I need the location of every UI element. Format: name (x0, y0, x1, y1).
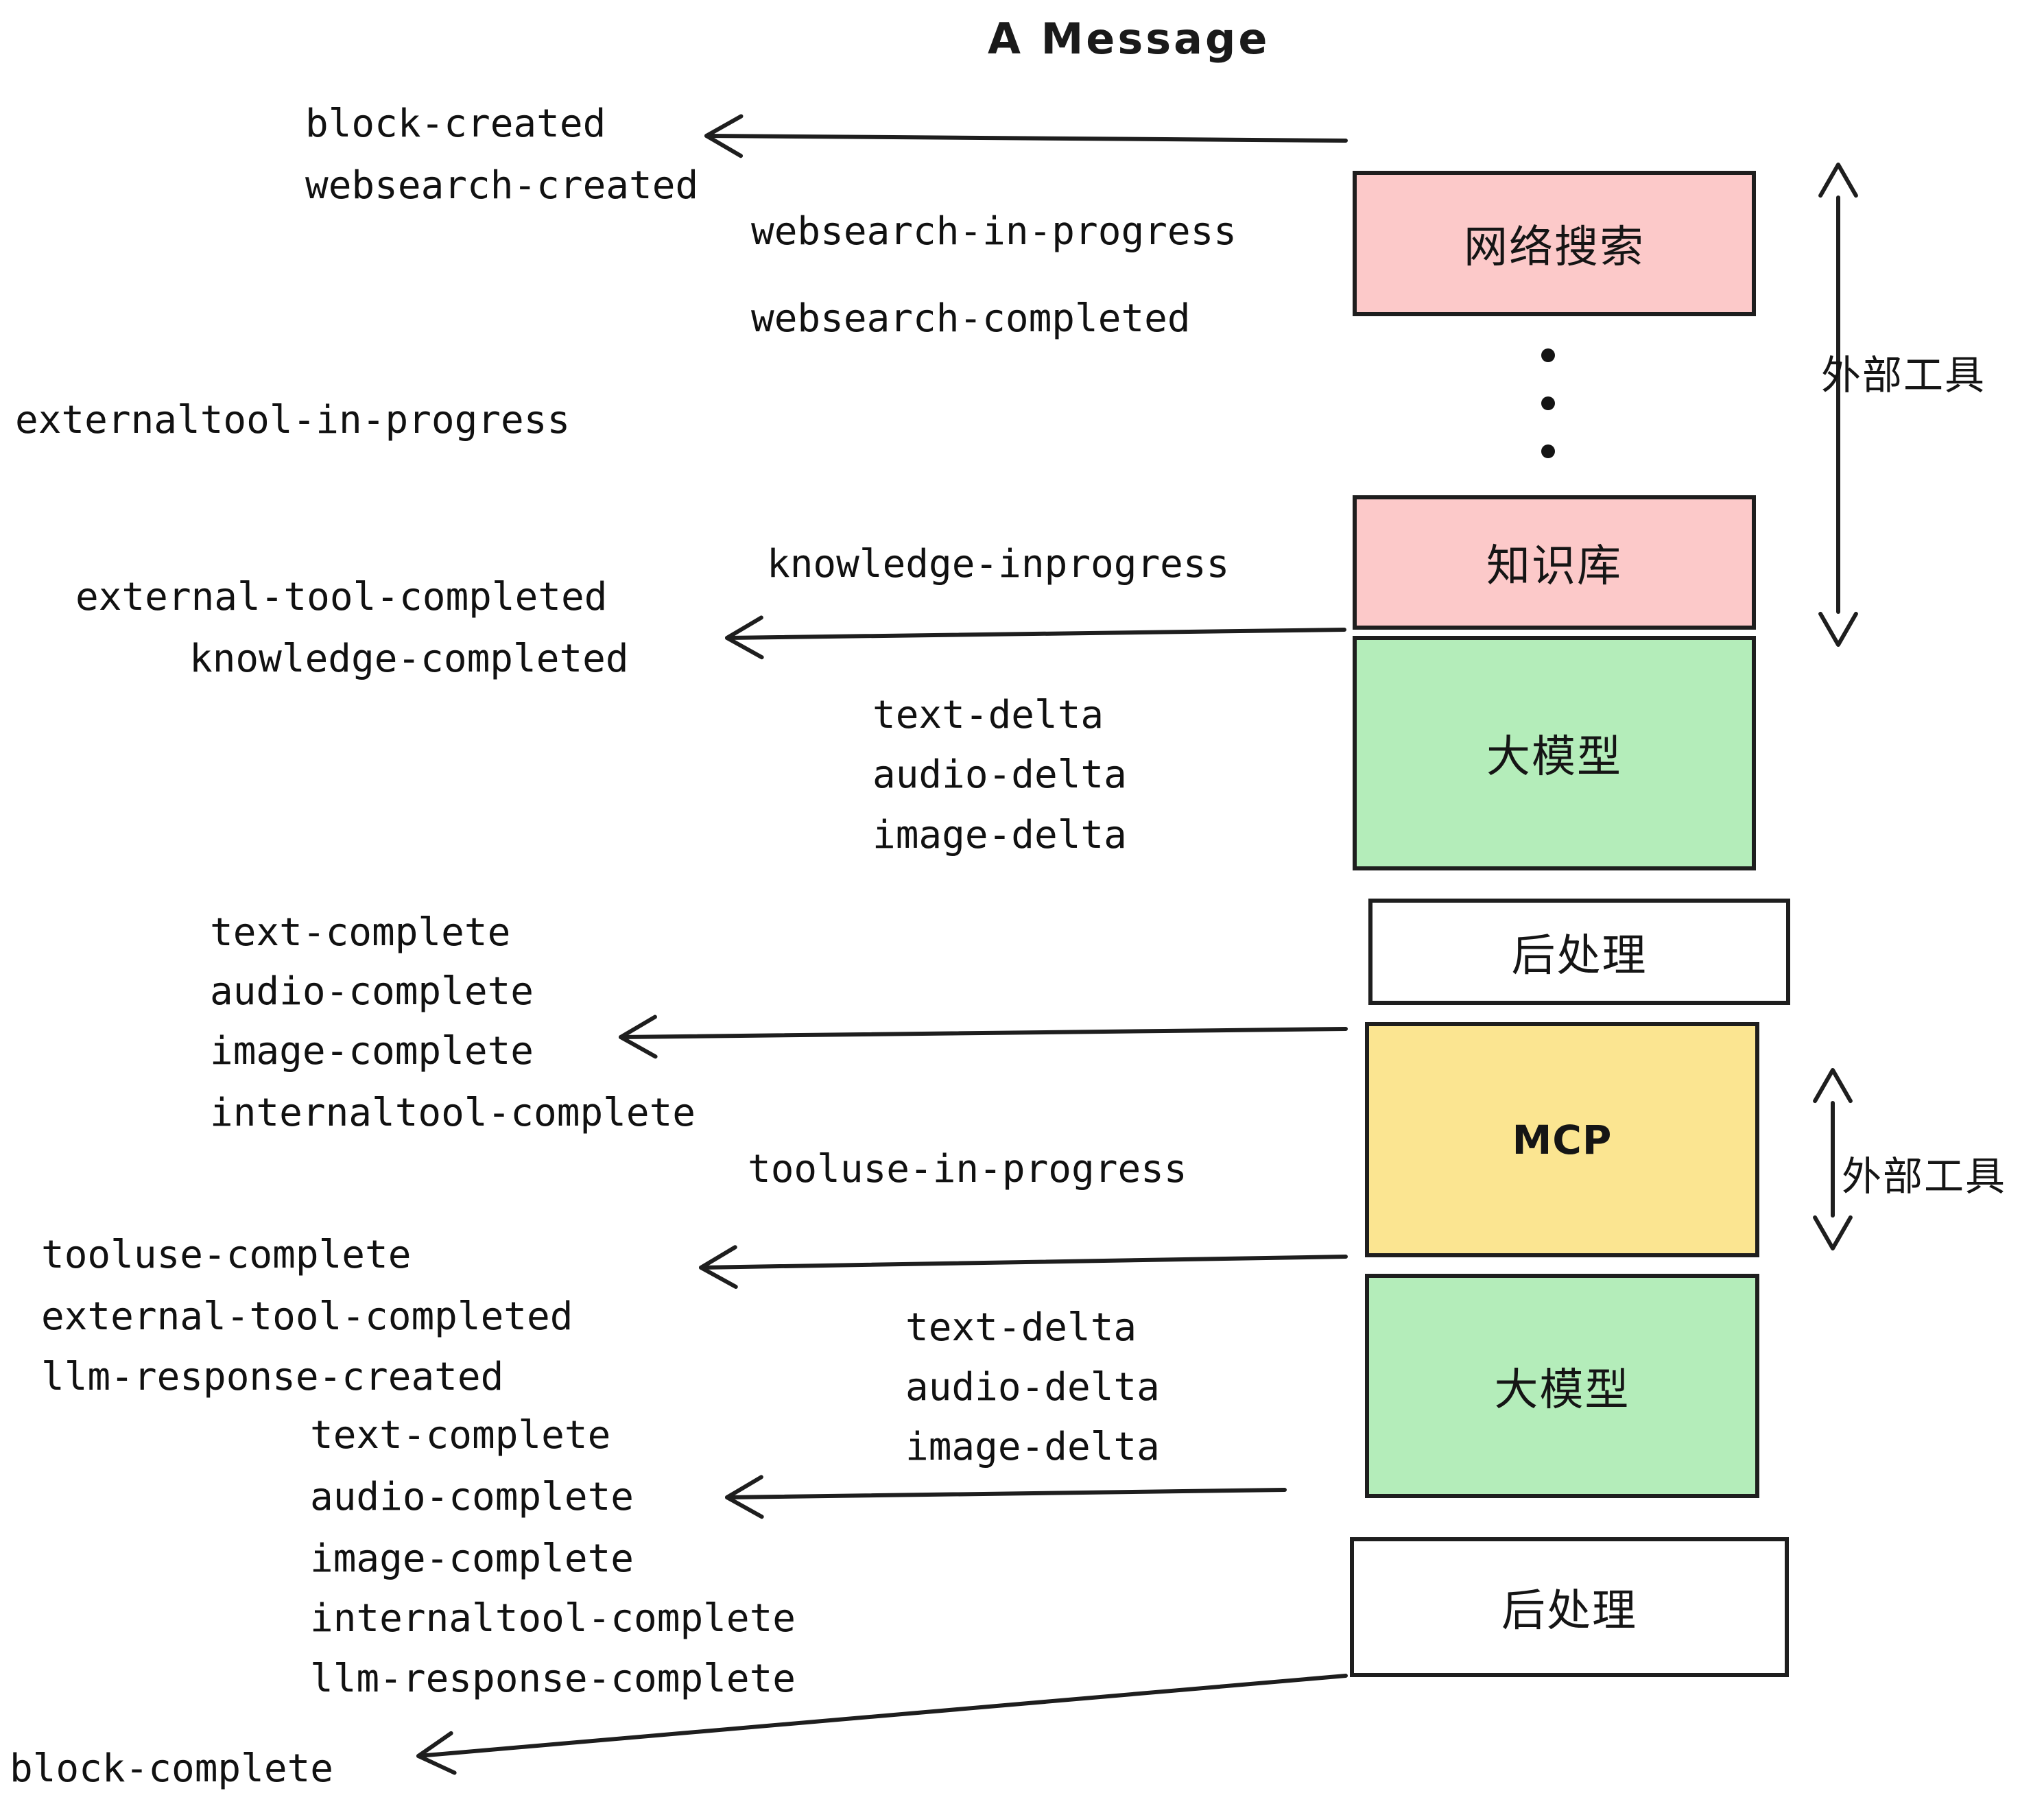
side-label-external-tools-top: 外部工具 (1821, 352, 1986, 399)
event-label-external-tool-completed-2: external-tool-completed (41, 1294, 573, 1339)
vertical-ellipsis-icon (1541, 348, 1555, 458)
arrow-block-complete-head (416, 1731, 457, 1775)
event-label-tooluse-complete: tooluse-complete (41, 1233, 412, 1277)
event-label-llm-response-complete: llm-response-complete (310, 1657, 796, 1701)
arrow-image-complete-head (619, 1014, 658, 1059)
box-postprocess-1: 后处理 (1368, 899, 1790, 1005)
event-label-text-delta-2: text-delta (905, 1305, 1137, 1350)
event-label-image-complete-1: image-complete (210, 1029, 534, 1073)
arrow-knowledge-completed (725, 628, 1346, 640)
event-label-block-created: block-created (305, 102, 606, 146)
event-label-websearch-created: websearch-created (305, 163, 699, 208)
event-label-knowledge-completed: knowledge-completed (189, 637, 629, 681)
box-label: 后处理 (1501, 1586, 1637, 1637)
arrow-block-created (704, 134, 1348, 143)
box-label: 大模型 (1486, 732, 1622, 783)
arrow-knowledge-completed-head (725, 615, 764, 660)
box-label: 大模型 (1494, 1364, 1630, 1416)
arrow-audio-complete-head (725, 1475, 764, 1519)
external-tools-bracket-top-head-up (1818, 163, 1858, 198)
event-label-image-complete-2: image-complete (310, 1536, 634, 1581)
box-mcp: MCP (1365, 1022, 1759, 1257)
external-tools-bracket-bottom-head-down (1813, 1215, 1853, 1250)
arrow-image-complete (619, 1027, 1348, 1039)
arrow-block-created-head (704, 114, 744, 158)
external-tools-bracket-top-head-down (1818, 611, 1858, 647)
box-label: 网络搜索 (1464, 222, 1645, 273)
event-label-text-complete-1: text-complete (210, 910, 511, 955)
external-tools-bracket-bottom-head-up (1813, 1068, 1853, 1104)
page-title: A Message (988, 14, 1270, 64)
event-label-internaltool-complete-1: internaltool-complete (210, 1091, 696, 1135)
box-label: MCP (1512, 1116, 1613, 1163)
box-llm-1: 大模型 (1353, 636, 1756, 870)
event-label-externaltool-in-progress: externaltool-in-progress (15, 398, 571, 442)
event-label-text-delta-1: text-delta (872, 693, 1104, 737)
event-label-audio-complete-2: audio-complete (310, 1475, 634, 1519)
event-label-audio-complete-1: audio-complete (210, 969, 534, 1014)
box-websearch: 网络搜索 (1353, 171, 1756, 316)
arrow-audio-complete (725, 1488, 1287, 1499)
event-label-text-complete-2: text-complete (310, 1413, 611, 1458)
event-label-block-complete: block-complete (10, 1746, 334, 1791)
event-label-audio-delta-1: audio-delta (872, 752, 1127, 797)
event-label-image-delta-1: image-delta (872, 813, 1127, 857)
arrow-tooluse-complete-head (699, 1245, 738, 1290)
box-postprocess-2: 后处理 (1350, 1537, 1789, 1677)
box-llm-2: 大模型 (1365, 1274, 1759, 1498)
event-label-knowledge-inprogress: knowledge-inprogress (767, 542, 1230, 586)
box-knowledge: 知识库 (1353, 495, 1756, 630)
event-label-audio-delta-2: audio-delta (905, 1365, 1160, 1410)
event-label-external-tool-completed-1: external-tool-completed (75, 575, 608, 619)
box-label: 后处理 (1511, 930, 1648, 982)
event-label-image-delta-2: image-delta (905, 1425, 1160, 1469)
event-label-llm-response-created: llm-response-created (41, 1355, 504, 1399)
event-label-tooluse-in-progress: tooluse-in-progress (748, 1147, 1187, 1191)
arrow-tooluse-complete (699, 1255, 1348, 1270)
event-label-websearch-in-progress: websearch-in-progress (751, 209, 1237, 254)
event-label-websearch-completed: websearch-completed (751, 296, 1191, 341)
event-label-internaltool-complete-2: internaltool-complete (310, 1596, 796, 1641)
box-label: 知识库 (1486, 541, 1622, 592)
side-label-external-tools-bottom: 外部工具 (1842, 1153, 2007, 1200)
